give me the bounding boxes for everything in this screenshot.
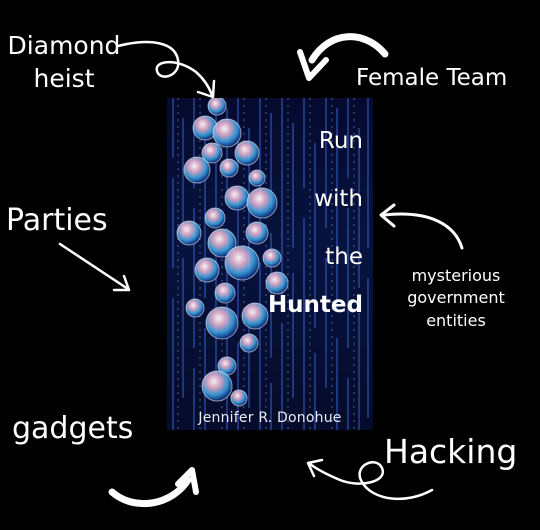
bubbles-illustration [176, 98, 289, 407]
label-female-team: Female Team [356, 65, 508, 91]
arrow-diamond-heist-icon [116, 40, 214, 97]
arrow-mysterious-icon [382, 212, 464, 250]
arrowhead-female-team-icon [297, 49, 329, 81]
arrow-female-team-icon [308, 33, 389, 64]
label-diamond-heist-line2: heist [33, 63, 95, 93]
arrowhead-mysterious-icon [379, 203, 396, 228]
arrowhead-diamond-heist-icon [196, 79, 216, 99]
book-cover: Run with the Hunted Jennifer R. Donohue [167, 98, 373, 430]
cover-title-line1: Run [318, 128, 363, 154]
arrowhead-hacking-icon [306, 458, 324, 478]
arrow-gadgets-icon [108, 476, 192, 508]
arrow-parties-icon [58, 242, 130, 291]
label-mysterious-line2: government [407, 288, 505, 308]
label-diamond-heist: Diamond heist [6, 32, 122, 92]
label-mysterious-line1: mysterious [411, 266, 501, 285]
arrowhead-parties-icon [112, 274, 131, 292]
label-hacking: Hacking [384, 432, 518, 471]
cover-title-line4: Hunted [267, 292, 363, 318]
label-mysterious-line3: entities [426, 310, 486, 330]
cover-title-line2: with [314, 186, 363, 212]
cover-author: Jennifer R. Donohue [198, 410, 342, 426]
cover-title-line3: the [325, 244, 363, 270]
label-diamond-heist-line1: Diamond [7, 31, 121, 60]
label-parties: Parties [6, 203, 108, 238]
label-mysterious-government-entities: mysterious government entities [388, 265, 524, 332]
arrowhead-gadgets-icon [175, 467, 199, 495]
digital-rain-pattern [172, 98, 369, 430]
label-gadgets: gadgets [12, 411, 134, 446]
